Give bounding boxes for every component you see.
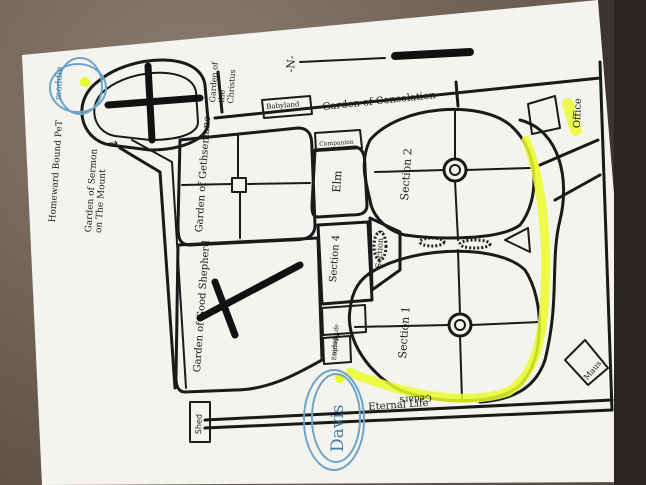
roundabout-north-inner bbox=[449, 164, 461, 176]
label-shed: Shed bbox=[194, 413, 204, 435]
highlighter-maddie-dot bbox=[80, 77, 90, 87]
hedge-2 bbox=[458, 238, 492, 250]
section-1-path-ew bbox=[354, 321, 541, 328]
label-davis: Davis bbox=[328, 404, 348, 452]
garden-loop-inner bbox=[93, 71, 199, 141]
gethsemane-cross-ns bbox=[237, 134, 241, 239]
north-road-spur bbox=[216, 70, 224, 114]
cross-good-shepherd bbox=[196, 261, 304, 339]
office-building bbox=[527, 95, 561, 135]
label-elm: Elm bbox=[330, 170, 345, 193]
roundabout-south-inner bbox=[454, 319, 466, 331]
highlighter-route bbox=[345, 135, 551, 403]
table-right-strip bbox=[614, 0, 646, 485]
east-boundary bbox=[598, 60, 614, 412]
section-2-path-ew bbox=[374, 167, 531, 173]
gethsemane-center bbox=[231, 177, 247, 193]
label-maddie: maddie bbox=[54, 66, 66, 101]
section-2-block bbox=[362, 107, 536, 240]
west-access-road-edge bbox=[131, 139, 187, 389]
arrow-sermon: → bbox=[108, 136, 119, 150]
cross-northwest bbox=[104, 62, 204, 144]
label-garden-christus: Garden of the Christus bbox=[208, 61, 238, 104]
section-4-block bbox=[316, 220, 374, 306]
pen-circle-davis-2 bbox=[311, 373, 361, 463]
good-shepherd-block bbox=[174, 236, 324, 394]
gethsemane-cross-ew bbox=[181, 182, 311, 186]
triangle-island bbox=[504, 227, 531, 253]
east-road-spur-2 bbox=[538, 138, 600, 167]
north-boundary-road bbox=[213, 76, 602, 120]
east-road-spur bbox=[553, 173, 602, 202]
shed-building bbox=[189, 401, 211, 443]
compass-line bbox=[299, 57, 386, 63]
pen-circle-maddie bbox=[49, 63, 107, 113]
babyland-strip bbox=[261, 95, 313, 119]
companion-block bbox=[314, 129, 363, 152]
label-office: Office bbox=[572, 97, 585, 129]
hedge-3 bbox=[372, 230, 388, 262]
west-access-road bbox=[118, 146, 177, 390]
section-2-path-ns bbox=[454, 109, 459, 241]
pen-circle-davis bbox=[303, 369, 365, 471]
label-north: -N- bbox=[284, 54, 299, 73]
north-road-spur-2 bbox=[454, 80, 460, 108]
pen-circle-maddie-2 bbox=[57, 57, 103, 115]
compass-arrow-bar bbox=[391, 48, 474, 60]
south-road-eternal-life bbox=[203, 398, 614, 422]
highlighter-office bbox=[562, 98, 582, 136]
hedge-1 bbox=[418, 236, 446, 248]
section-1-path-ns bbox=[457, 249, 463, 401]
south-road-edge bbox=[203, 408, 614, 430]
maus-building bbox=[564, 339, 609, 386]
eternal-life-plot bbox=[322, 335, 352, 365]
elm-block bbox=[310, 145, 369, 219]
